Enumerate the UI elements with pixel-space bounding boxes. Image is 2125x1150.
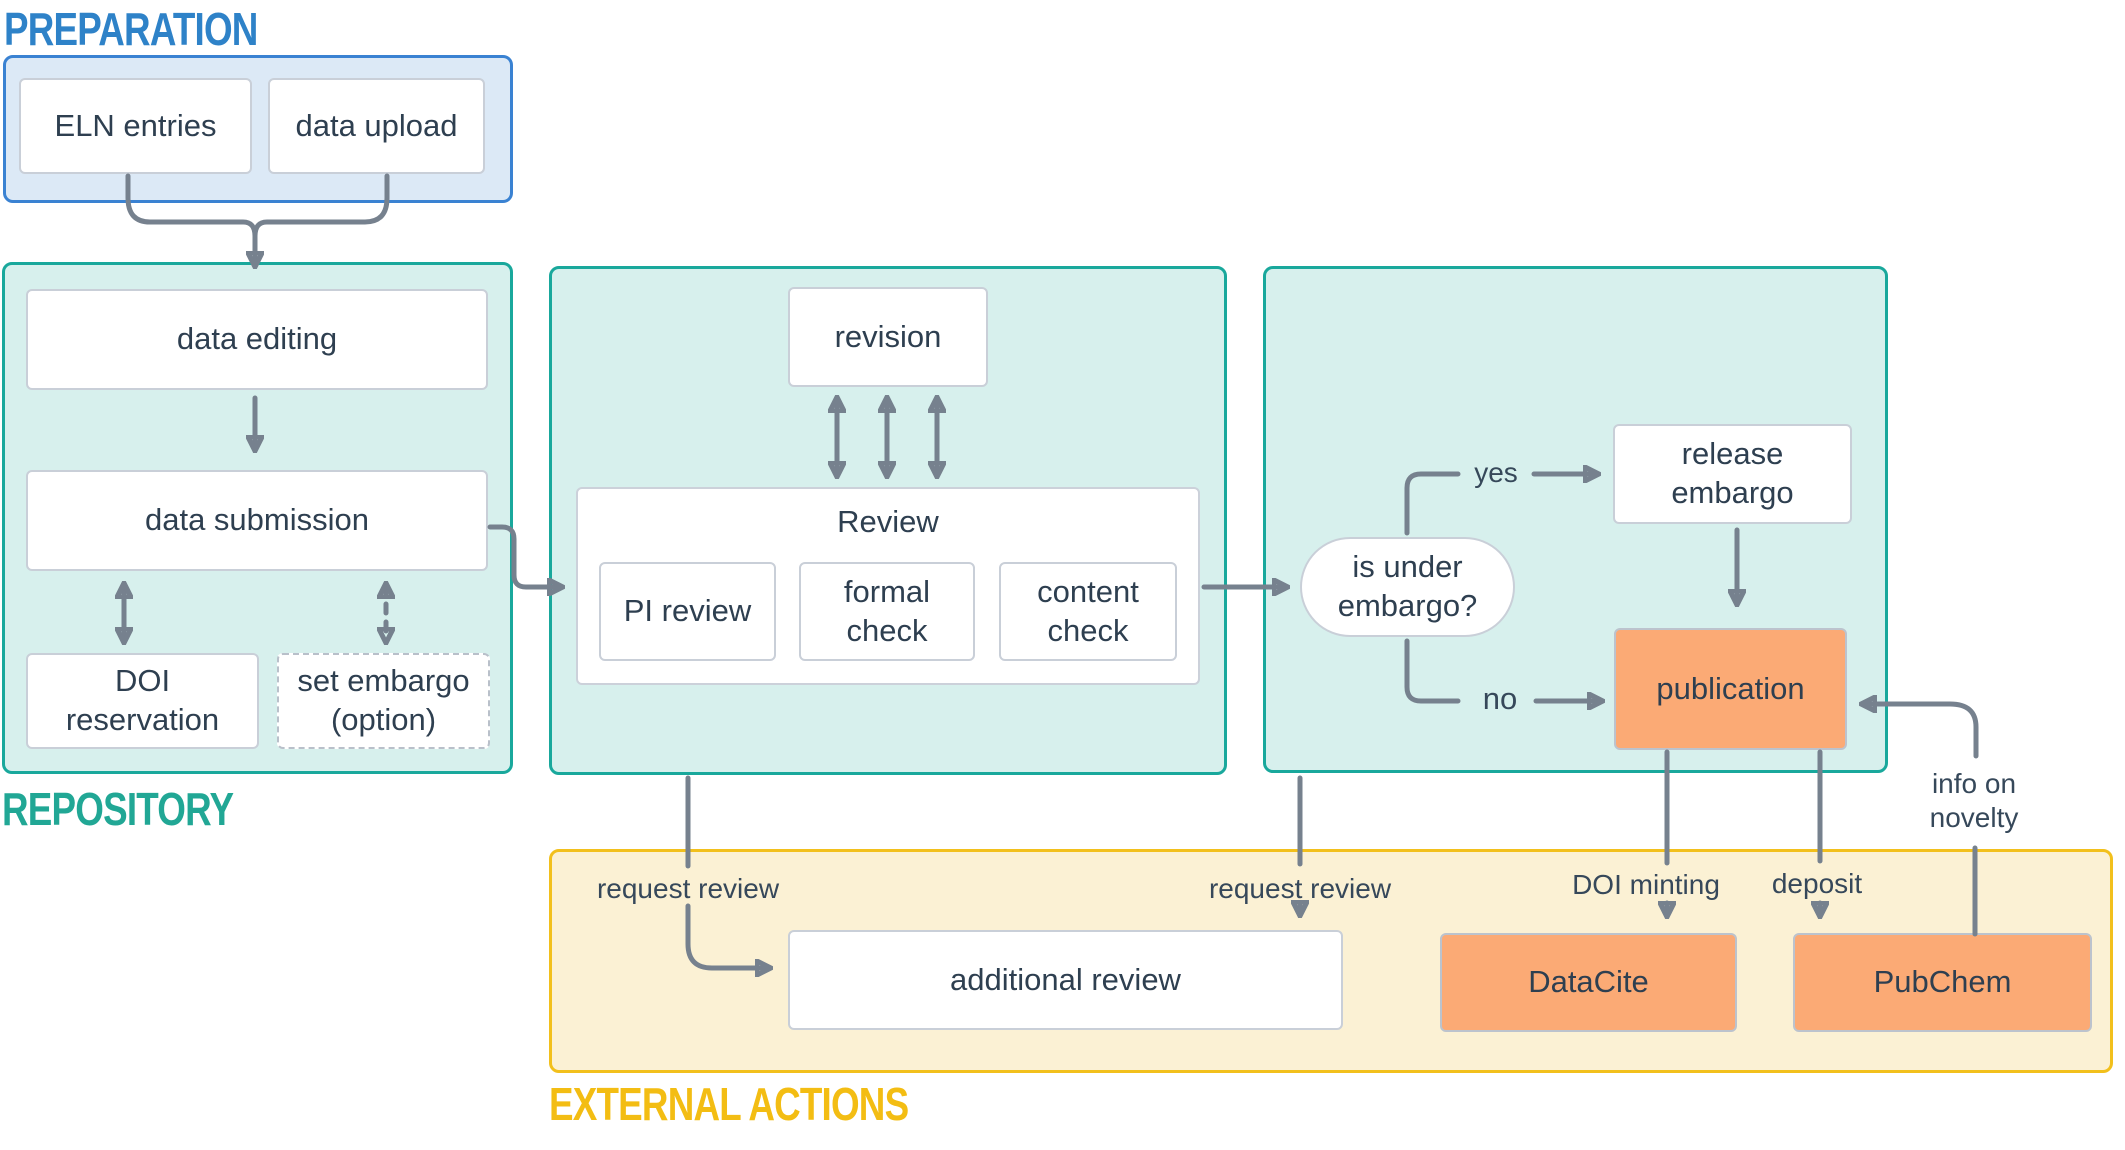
publication-box: publication	[1614, 628, 1847, 750]
eln-entries-label: ELN entries	[54, 107, 217, 143]
request-review-left-label: request review	[596, 872, 780, 904]
data-upload-box: data upload	[268, 78, 485, 174]
request-review-right-label: request review	[1208, 872, 1392, 904]
additional-review-label: additional review	[950, 961, 1181, 997]
external-actions-heading: EXTERNAL ACTIONS	[549, 1078, 909, 1130]
datacite-label: DataCite	[1528, 964, 1649, 1000]
pubchem-box: PubChem	[1793, 933, 2092, 1032]
data-editing-label: data editing	[176, 321, 338, 357]
release-embargo-box: release embargo	[1613, 424, 1852, 524]
pubchem-label: PubChem	[1873, 964, 2012, 1000]
doi-reservation-label: DOI reservation	[65, 663, 220, 737]
is-under-embargo-label: is under embargo?	[1337, 549, 1478, 623]
datacite-box: DataCite	[1440, 933, 1737, 1032]
deposit-label: deposit	[1771, 867, 1863, 899]
pi-review-label: PI review	[623, 593, 752, 629]
content-check-box: content check	[999, 562, 1177, 661]
is-under-embargo-decision: is under embargo?	[1300, 537, 1515, 637]
publication-label: publication	[1656, 670, 1805, 706]
yes-branch-label: yes	[1474, 456, 1518, 488]
preparation-heading: PREPARATION	[4, 3, 258, 55]
formal-check-label: formal check	[843, 573, 931, 648]
pi-review-box: PI review	[599, 562, 776, 661]
formal-check-box: formal check	[799, 562, 975, 661]
data-upload-label: data upload	[295, 107, 458, 143]
review-title: Review	[837, 504, 939, 539]
additional-review-box: additional review	[788, 930, 1343, 1030]
revision-box: revision	[788, 287, 988, 387]
info-on-novelty-label: info on novelty	[1929, 767, 2019, 833]
data-submission-label: data submission	[144, 502, 369, 538]
release-embargo-label: release embargo	[1671, 436, 1794, 510]
eln-entries-box: ELN entries	[19, 78, 252, 174]
no-branch-label: no	[1482, 681, 1518, 717]
doi-reservation-box: DOI reservation	[26, 653, 259, 749]
repository-heading: REPOSITORY	[2, 783, 234, 835]
set-embargo-box: set embargo (option)	[277, 653, 490, 749]
revision-label: revision	[834, 318, 942, 354]
data-submission-box: data submission	[26, 470, 488, 571]
doi-minting-label: DOI minting	[1572, 868, 1720, 900]
set-embargo-label: set embargo (option)	[297, 663, 470, 737]
content-check-label: content check	[1037, 573, 1139, 648]
data-editing-box: data editing	[26, 289, 488, 390]
